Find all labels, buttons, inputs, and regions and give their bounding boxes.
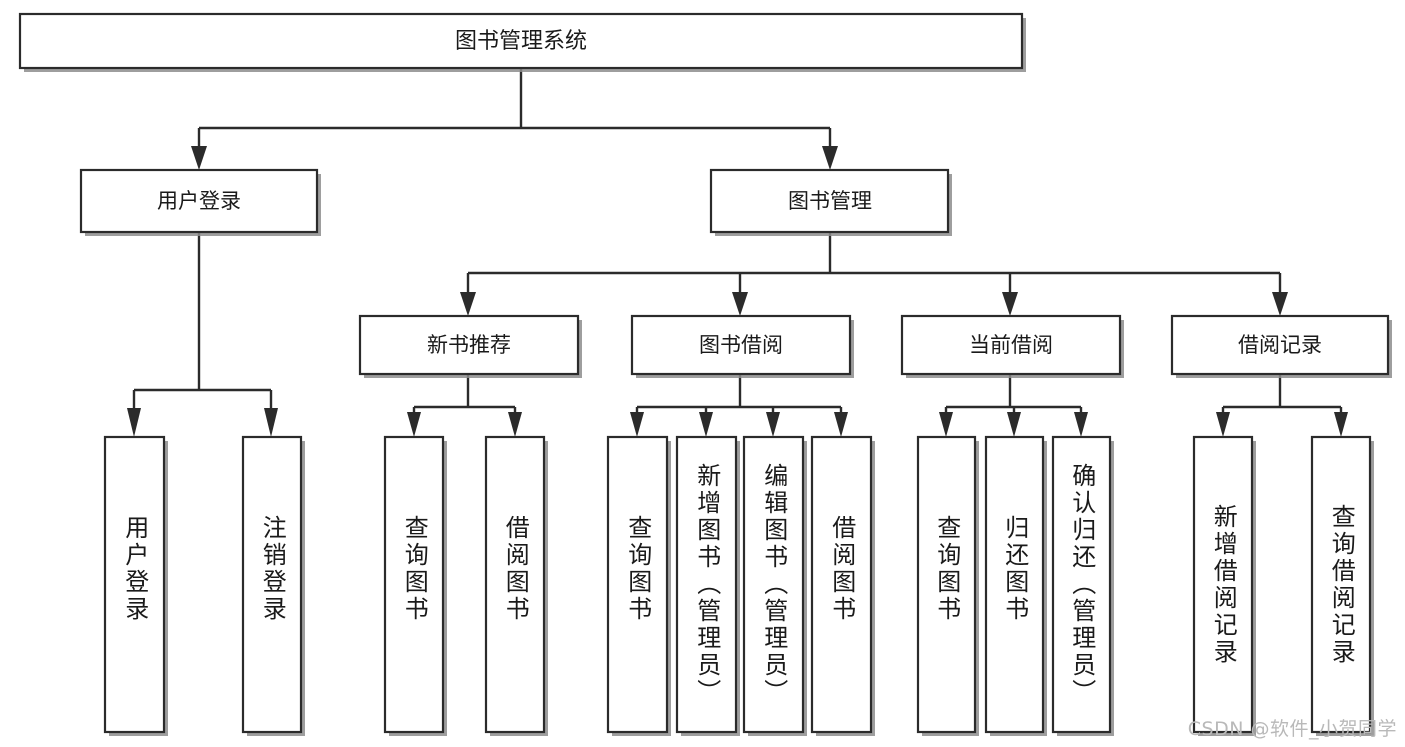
arrowhead-leaf-user-login (127, 408, 141, 437)
arrowhead-borrow-record (1272, 292, 1288, 316)
node-user-login[interactable]: 用户登录 (79, 168, 321, 236)
node-borrow-record[interactable]: 借阅记录 (1170, 314, 1392, 378)
arrowhead-leaf-confirm-return (1074, 412, 1088, 437)
arrowhead-book-manage (822, 146, 838, 170)
arrowhead-current-borrow (1002, 292, 1018, 316)
arrowhead-leaf-borrow-book-1 (508, 412, 522, 437)
arrowhead-leaf-add-book (699, 412, 713, 437)
node-root[interactable]: 图书管理系统 (18, 12, 1026, 72)
node-new-book-rec-label: 新书推荐 (427, 333, 511, 357)
node-leaf-edit-book[interactable] (742, 435, 807, 736)
node-current-borrow-label: 当前借阅 (969, 333, 1053, 357)
arrowhead-user-login (191, 146, 207, 170)
node-leaf-query-book-1[interactable] (383, 435, 447, 736)
arrowhead-leaf-query-record (1334, 412, 1348, 437)
node-leaf-return-book[interactable] (984, 435, 1047, 736)
node-user-login-label: 用户登录 (157, 189, 241, 213)
leaf-box-layer (103, 435, 1374, 736)
watermark: CSDN @软件_小贺同学 (1187, 718, 1397, 740)
arrowhead-leaf-query-book-2 (630, 412, 644, 437)
arrowhead-leaf-query-book-1 (407, 412, 421, 437)
node-leaf-logout[interactable] (241, 435, 305, 736)
node-borrow-record-label: 借阅记录 (1238, 333, 1322, 357)
arrowhead-leaf-logout (264, 408, 278, 437)
node-leaf-query-book-2[interactable] (606, 435, 671, 736)
node-new-book-rec[interactable]: 新书推荐 (358, 314, 582, 378)
node-leaf-confirm-return[interactable] (1051, 435, 1114, 736)
node-book-borrow-label: 图书借阅 (699, 333, 783, 357)
node-leaf-add-book[interactable] (675, 435, 740, 736)
node-leaf-query-record[interactable] (1310, 435, 1374, 736)
node-leaf-query-book-3[interactable] (916, 435, 979, 736)
arrowhead-leaf-query-book-3 (939, 412, 953, 437)
arrowhead-new-book-rec (460, 292, 476, 316)
arrowhead-leaf-add-record (1216, 412, 1230, 437)
arrowhead-leaf-borrow-book-2 (834, 412, 848, 437)
node-book-manage[interactable]: 图书管理 (709, 168, 952, 236)
node-book-manage-label: 图书管理 (788, 189, 872, 213)
node-leaf-user-login[interactable] (103, 435, 168, 736)
connector-layer (127, 68, 1348, 437)
arrowhead-leaf-edit-book (766, 412, 780, 437)
arrowhead-leaf-return-book (1007, 412, 1021, 437)
node-leaf-add-record[interactable] (1192, 435, 1256, 736)
arrowhead-book-borrow (732, 292, 748, 316)
node-current-borrow[interactable]: 当前借阅 (900, 314, 1124, 378)
node-leaf-borrow-book-1[interactable] (484, 435, 548, 736)
node-leaf-borrow-book-2[interactable] (810, 435, 875, 736)
node-root-label: 图书管理系统 (455, 29, 587, 54)
node-book-borrow[interactable]: 图书借阅 (630, 314, 854, 378)
